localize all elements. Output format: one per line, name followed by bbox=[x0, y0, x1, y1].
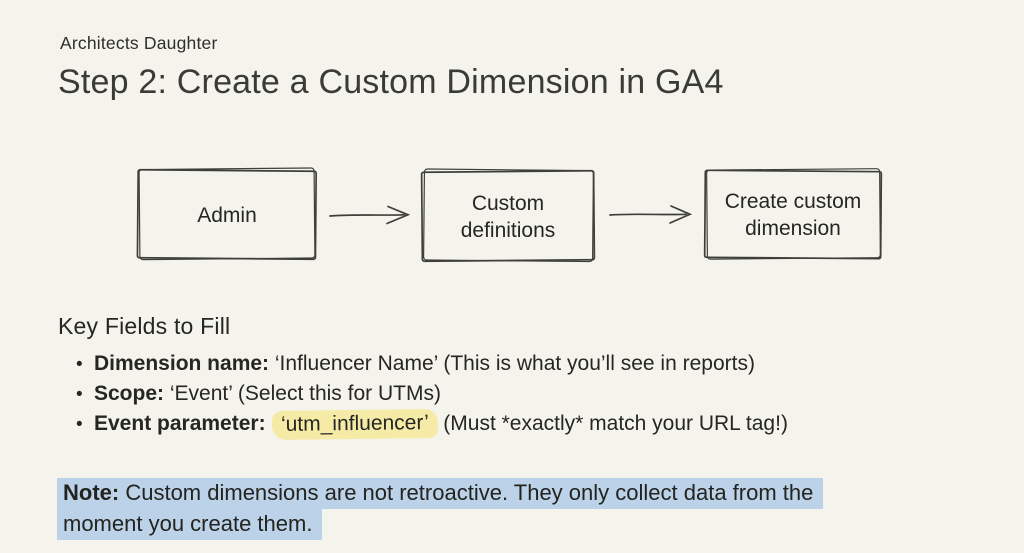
flow-step-custom-definitions-label: Custom definitions bbox=[460, 191, 556, 242]
list-item-event-parameter: • Event parameter:‘utm_influencer’ (Must… bbox=[58, 408, 788, 441]
arrow-1-icon bbox=[329, 205, 411, 225]
bullet-icon: • bbox=[76, 384, 83, 405]
field-value: ‘Influencer Name’ (This is what you’ll s… bbox=[269, 352, 755, 375]
note-line-1: Note: Custom dimensions are not retroact… bbox=[57, 477, 824, 509]
list-item-text: Dimension name: ‘Influencer Name’ (This … bbox=[94, 349, 755, 379]
arrow-2-icon bbox=[609, 205, 693, 224]
field-label: Event parameter: bbox=[94, 412, 266, 435]
note-text: Custom dimensions are not retroactive. T… bbox=[119, 480, 814, 505]
highlighted-parameter: ‘utm_influencer’ bbox=[271, 408, 438, 441]
bullet-icon: • bbox=[76, 414, 83, 435]
bullet-icon: • bbox=[76, 354, 83, 375]
field-label: Scope: bbox=[94, 382, 165, 405]
flow-box-custom-definitions-border bbox=[420, 168, 596, 263]
note-line-2: moment you create them. bbox=[57, 508, 823, 540]
flow-step-create-dimension-label: Create custom dimension bbox=[724, 189, 862, 240]
field-value: (Must *exactly* match your URL tag!) bbox=[437, 412, 788, 435]
flow-box-create-dimension-border bbox=[703, 168, 883, 260]
section-heading: Key Fields to Fill bbox=[58, 313, 231, 339]
field-label: Dimension name: bbox=[94, 352, 270, 375]
note-highlight: Note: Custom dimensions are not retroact… bbox=[57, 478, 824, 509]
flow-step-admin: Admin bbox=[138, 171, 316, 259]
flow-step-custom-definitions: Custom definitions bbox=[422, 172, 594, 261]
key-fields-section: Key Fields to Fill • Dimension name: ‘In… bbox=[58, 313, 788, 441]
field-value: ‘Event’ (Select this for UTMs) bbox=[164, 382, 441, 405]
flow-box-admin-border bbox=[136, 167, 318, 261]
font-name-label: Architects Daughter bbox=[60, 33, 218, 53]
list-item-scope: • Scope: ‘Event’ (Select this for UTMs) bbox=[58, 379, 788, 409]
list-item-text: Event parameter:‘utm_influencer’ (Must *… bbox=[94, 408, 788, 441]
page-title: Step 2: Create a Custom Dimension in GA4 bbox=[58, 63, 724, 101]
flow-diagram-sketch bbox=[136, 167, 883, 263]
note-block: Note: Custom dimensions are not retroact… bbox=[57, 477, 824, 540]
note-label: Note: bbox=[63, 480, 120, 505]
note-highlight: moment you create them. bbox=[57, 509, 323, 540]
list-item-text: Scope: ‘Event’ (Select this for UTMs) bbox=[94, 379, 441, 409]
flow-step-admin-label: Admin bbox=[197, 203, 257, 227]
list-item-dimension-name: • Dimension name: ‘Influencer Name’ (Thi… bbox=[58, 349, 788, 379]
flow-step-create-dimension: Create custom dimension bbox=[705, 171, 881, 258]
flow-diagram: Admin Custom definitions Create custom d… bbox=[120, 152, 900, 270]
